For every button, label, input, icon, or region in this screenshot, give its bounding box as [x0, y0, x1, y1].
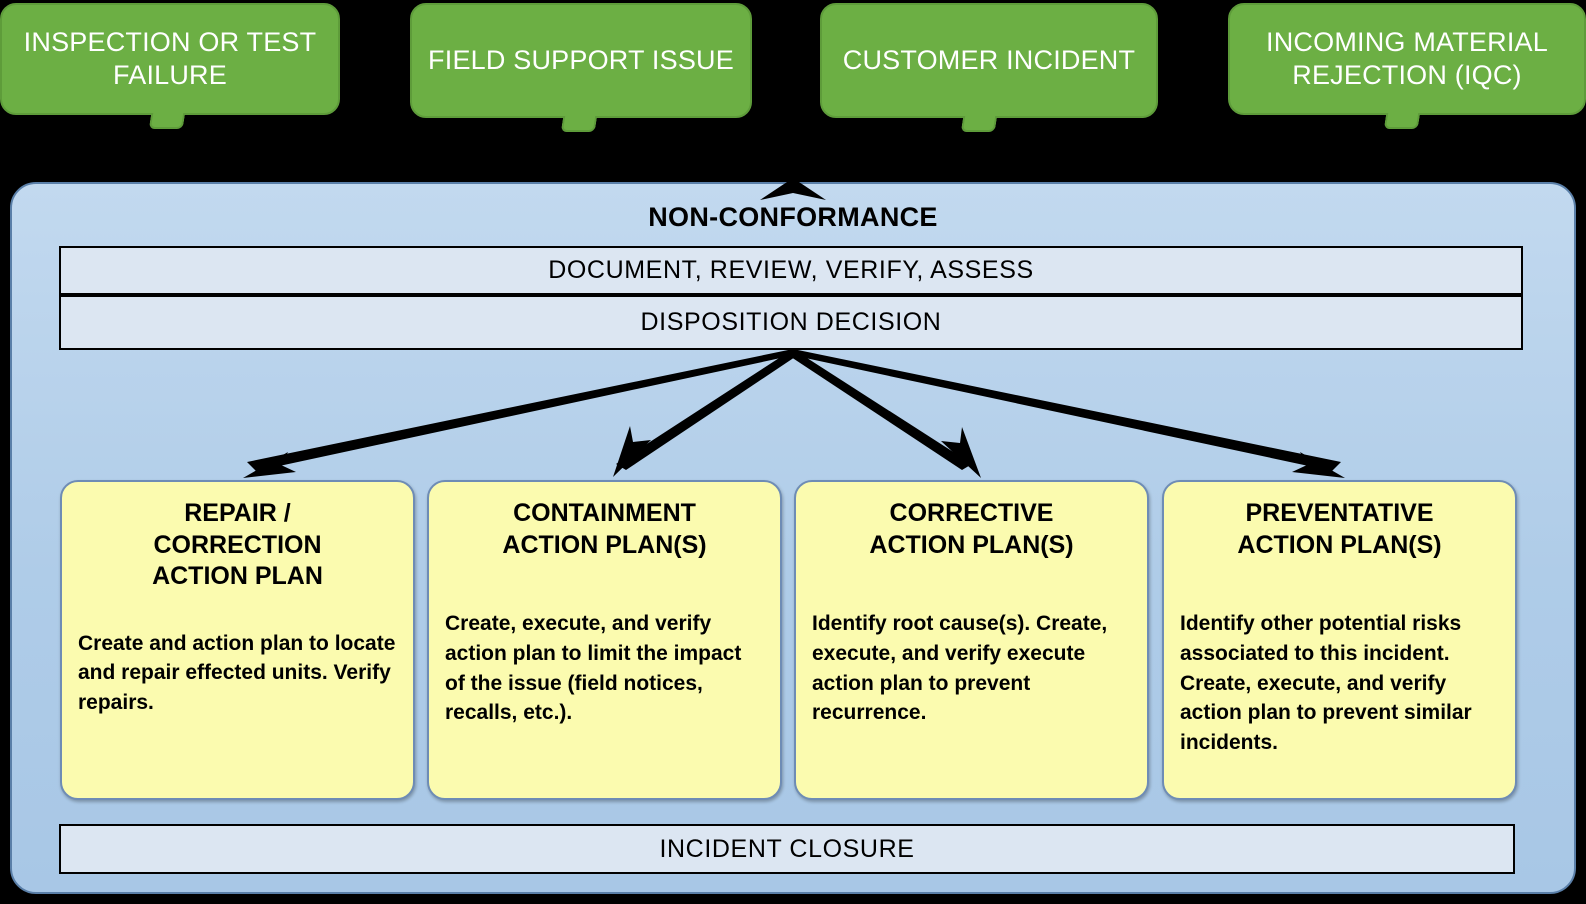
- action-plan-corrective[interactable]: CORRECTIVE ACTION PLAN(S) Identify root …: [794, 480, 1149, 800]
- action-plan-containment[interactable]: CONTAINMENT ACTION PLAN(S) Create, execu…: [427, 480, 782, 800]
- action-plan-title: CORRECTIVE ACTION PLAN(S): [869, 499, 1074, 559]
- source-box-label: INSPECTION OR TEST FAILURE: [23, 27, 317, 90]
- action-plan-description: Identify root cause(s). Create, execute,…: [812, 612, 1108, 725]
- stage-bar-incident-closure[interactable]: INCIDENT CLOSURE: [59, 824, 1515, 874]
- action-plan-description: Identify other potential risks associate…: [1180, 612, 1472, 755]
- non-conformance-panel: NON-CONFORMANCE DOCUMENT, REVIEW, VERIFY…: [10, 182, 1576, 894]
- source-box-field-support-issue[interactable]: FIELD SUPPORT ISSUE: [410, 3, 752, 118]
- source-box-label: INCOMING MATERIAL REJECTION (IQC): [1266, 27, 1548, 90]
- source-box-tail-0: [148, 113, 186, 129]
- source-box-customer-incident[interactable]: CUSTOMER INCIDENT: [820, 3, 1158, 118]
- action-plan-title: REPAIR / CORRECTION ACTION PLAN: [152, 499, 323, 590]
- source-box-tail-2: [960, 116, 998, 132]
- source-box-label: FIELD SUPPORT ISSUE: [428, 45, 734, 76]
- source-box-label: CUSTOMER INCIDENT: [842, 45, 1136, 76]
- source-box-inspection-or-test-failure[interactable]: INSPECTION OR TEST FAILURE: [0, 3, 340, 115]
- source-box-incoming-material-rejection[interactable]: INCOMING MATERIAL REJECTION (IQC): [1228, 3, 1586, 115]
- stage-bar-disposition-decision[interactable]: DISPOSITION DECISION: [59, 295, 1523, 350]
- action-plan-title: CONTAINMENT ACTION PLAN(S): [502, 499, 707, 559]
- action-plan-description: Create and action plan to locate and rep…: [78, 631, 396, 715]
- action-plan-description: Create, execute, and verify action plan …: [445, 612, 742, 725]
- action-plan-repair-correction[interactable]: REPAIR / CORRECTION ACTION PLAN Create a…: [60, 480, 415, 800]
- action-plan-title: PREVENTATIVE ACTION PLAN(S): [1237, 499, 1442, 559]
- stage-bar-label: DOCUMENT, REVIEW, VERIFY, ASSESS: [548, 256, 1034, 284]
- source-box-tail-3: [1383, 113, 1421, 129]
- page-title: NON-CONFORMANCE: [648, 202, 938, 232]
- stage-bar-label: DISPOSITION DECISION: [640, 308, 942, 336]
- stage-bar-document-review-verify-assess[interactable]: DOCUMENT, REVIEW, VERIFY, ASSESS: [59, 246, 1523, 295]
- stage-bar-label: INCIDENT CLOSURE: [659, 834, 915, 863]
- action-plan-preventative[interactable]: PREVENTATIVE ACTION PLAN(S) Identify oth…: [1162, 480, 1517, 800]
- source-box-tail-1: [560, 116, 598, 132]
